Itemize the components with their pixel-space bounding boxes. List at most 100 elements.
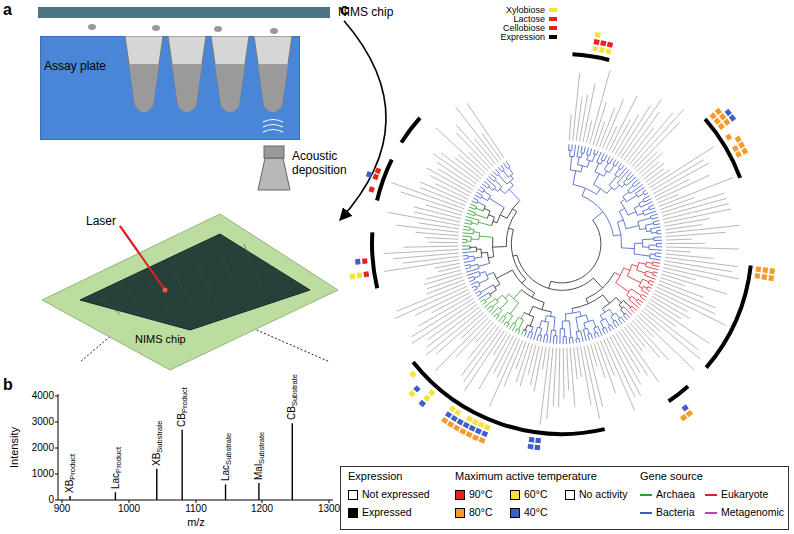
tree-branch xyxy=(500,301,508,309)
tick-label: 1000 xyxy=(118,503,140,515)
tick-label: 1000 xyxy=(32,468,54,480)
tree-branch xyxy=(602,308,604,312)
legend-heading: Maximum active temperature xyxy=(455,470,597,483)
peak-label: XBProduct xyxy=(64,454,76,493)
tree-branch xyxy=(654,236,662,238)
leaf-label-mark xyxy=(416,232,459,235)
tree-branch xyxy=(571,145,573,151)
tree-branch xyxy=(639,201,644,204)
leaf-label-mark xyxy=(666,243,705,244)
tree-branch xyxy=(470,247,476,248)
tree-branch xyxy=(630,185,642,194)
tick-label: 2000 xyxy=(32,442,54,454)
tree-branch xyxy=(616,313,620,318)
tree-branch xyxy=(477,202,485,206)
activity-cell xyxy=(452,417,457,420)
tree-branch xyxy=(487,306,492,310)
tree-branch xyxy=(650,253,655,255)
leaf-label-mark xyxy=(403,246,458,247)
tree-branch xyxy=(519,320,524,329)
tree-branch xyxy=(525,325,527,330)
panel-letter: c xyxy=(340,1,349,19)
droplet xyxy=(270,28,278,34)
tree-branch xyxy=(564,329,565,337)
tree-branch xyxy=(482,197,488,201)
tree-branch xyxy=(590,149,592,156)
ring-key-swatch xyxy=(549,26,557,30)
leaf-label-mark xyxy=(635,318,654,337)
tree-branch xyxy=(462,245,470,246)
tree-branch xyxy=(531,327,533,332)
leaf-label-mark xyxy=(652,296,690,318)
leaf-label-mark xyxy=(639,153,662,174)
tree-branch xyxy=(626,313,630,317)
tree-branch xyxy=(593,320,596,327)
droplet xyxy=(214,26,222,32)
axis-title: m/z xyxy=(187,516,205,529)
peak-label: CBSubstrate xyxy=(286,374,298,420)
tree-branch xyxy=(608,326,611,331)
tree-branch xyxy=(509,189,520,200)
leaf-label-mark xyxy=(658,194,679,203)
tree-branch xyxy=(464,265,469,266)
activity-cell xyxy=(410,392,414,396)
leaf-label-mark xyxy=(569,114,571,140)
tree-branch xyxy=(514,290,522,299)
leaf-label-mark xyxy=(651,160,703,191)
leaf-label-mark xyxy=(553,348,556,407)
legend-text: Not expressed xyxy=(362,488,430,500)
chip-grid xyxy=(244,244,264,296)
tree-branch xyxy=(650,214,657,216)
well xyxy=(168,36,206,112)
activity-cell xyxy=(528,444,533,450)
plate-drawing xyxy=(40,36,300,140)
tree-branch xyxy=(615,162,618,167)
tree-branch xyxy=(613,235,621,236)
legend-line xyxy=(705,512,717,514)
tree-branch xyxy=(588,334,590,340)
legend-text: Bacteria xyxy=(656,506,695,518)
tree-branch xyxy=(518,330,520,334)
leaf-label-mark xyxy=(396,225,459,232)
tree-branch xyxy=(617,170,629,183)
leaf-label-mark xyxy=(648,169,671,185)
activity-cell xyxy=(430,391,434,394)
nims-chip: NIMS chip xyxy=(40,212,340,372)
tree-branch xyxy=(501,318,505,324)
tree-branch xyxy=(638,218,651,222)
tree-branch xyxy=(565,314,566,321)
spectrum-peak xyxy=(225,484,226,500)
tree-branch xyxy=(511,175,514,178)
tree-branch xyxy=(642,294,646,297)
leaf-label-mark xyxy=(528,345,536,375)
laser-beam xyxy=(120,226,165,290)
leaf-label-mark xyxy=(610,336,641,396)
activity-cell xyxy=(355,259,360,264)
ring-key-swatch xyxy=(549,8,557,12)
legend-text: Metagenomic xyxy=(721,506,784,518)
tree-branch xyxy=(621,310,625,315)
tree-branch xyxy=(482,184,488,188)
tree-branch xyxy=(555,331,556,336)
leaf-label-mark xyxy=(432,293,470,313)
leaf-label-mark xyxy=(469,152,488,171)
tree-branch xyxy=(646,271,653,273)
tree-branch xyxy=(468,210,475,213)
tree-branch xyxy=(462,242,467,243)
tree-branch xyxy=(591,333,593,339)
activity-cell xyxy=(460,430,465,433)
tree-branch xyxy=(650,208,655,210)
tree-branch xyxy=(493,221,497,222)
tree-branch xyxy=(496,169,500,173)
tree-branch xyxy=(616,298,621,303)
activity-cell xyxy=(482,433,487,435)
legend-text: 40°C xyxy=(524,506,547,518)
leaf-label-mark xyxy=(580,346,591,405)
tree-branch xyxy=(642,238,654,240)
activity-cell xyxy=(716,119,719,123)
tree-branch xyxy=(464,226,471,227)
tree-branch xyxy=(505,312,508,316)
tree-branch xyxy=(645,223,653,225)
tree-branch xyxy=(475,214,487,218)
tree-branch xyxy=(569,150,571,156)
